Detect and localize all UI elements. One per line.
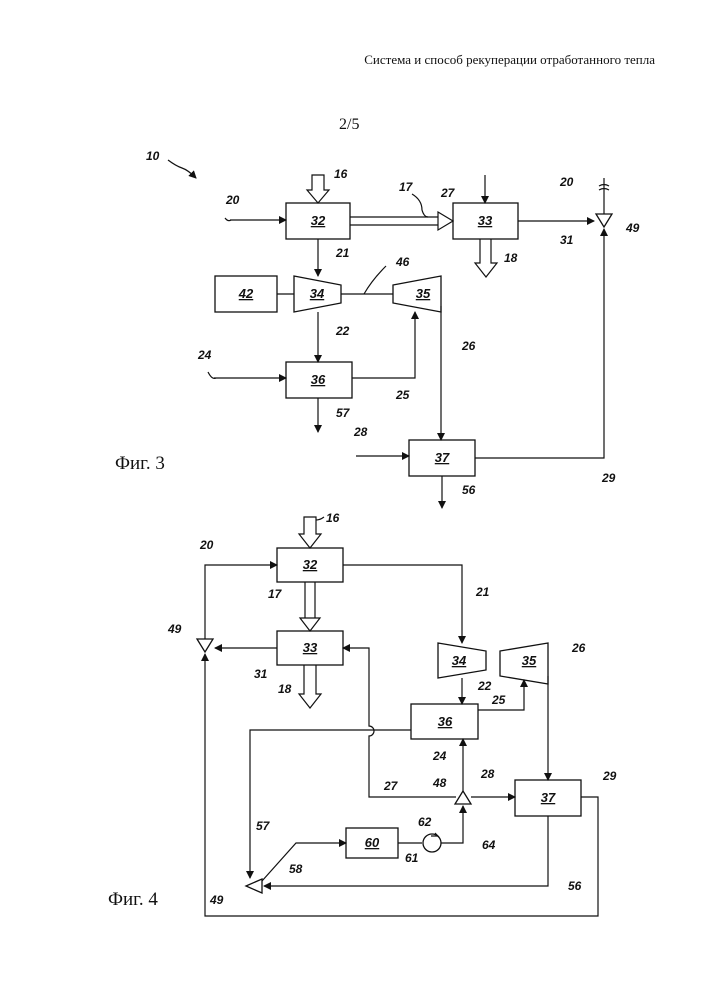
ref-label-46: 46 <box>395 255 410 269</box>
f4-ref-label-28: 28 <box>480 767 495 781</box>
input-arrow-16 <box>307 175 329 203</box>
ref-label-29: 29 <box>601 471 616 485</box>
ref-label-20-out: 20 <box>559 175 574 189</box>
ref-label-56: 56 <box>462 483 476 497</box>
ref-label-49: 49 <box>625 221 640 235</box>
f4-ref-label-31: 31 <box>254 667 268 681</box>
f4-mixer-49-bottom <box>246 879 262 893</box>
f4-ref-label-62: 62 <box>418 815 432 829</box>
f4-output-arrow-18 <box>299 665 321 708</box>
f4-ref-label-49-bottom: 49 <box>209 893 224 907</box>
f4-input-arrow-16 <box>299 517 321 548</box>
f4-ref-label-20: 20 <box>199 538 214 552</box>
ref-label-31: 31 <box>560 233 574 247</box>
f4-ref-label-61: 61 <box>405 851 419 865</box>
mixer-49 <box>596 214 612 227</box>
f4-compressor-34-label: 34 <box>452 653 467 668</box>
figure-4: 32 33 34 35 36 37 60 16 17 18 21 49 20 <box>167 511 617 916</box>
ref-label-28: 28 <box>353 425 368 439</box>
ref-label-20: 20 <box>225 193 240 207</box>
ref-label-18: 18 <box>504 251 518 265</box>
ref-leader-10 <box>168 160 196 178</box>
ref-label-10: 10 <box>146 149 160 163</box>
f4-line-21 <box>343 565 462 643</box>
ref-label-24: 24 <box>197 348 212 362</box>
f4-mixer-49-top <box>197 639 213 652</box>
f4-box-60-label: 60 <box>365 835 380 850</box>
ref-leader-46 <box>364 266 386 294</box>
f4-ref-label-18: 18 <box>278 682 292 696</box>
f4-flow-17 <box>305 582 315 618</box>
f4-ref-leader-16 <box>316 517 324 520</box>
f4-box-36-label: 36 <box>438 714 453 729</box>
f4-box-32-label: 32 <box>303 557 318 572</box>
f4-splitter-48 <box>455 791 471 804</box>
f4-flow-17-head <box>300 618 320 631</box>
f4-ref-label-29: 29 <box>602 769 617 783</box>
box-42-label: 42 <box>238 286 254 301</box>
f4-line-20 <box>205 565 277 639</box>
ref-label-21: 21 <box>335 246 350 260</box>
f4-ref-label-56: 56 <box>568 879 582 893</box>
f4-box-37-label: 37 <box>541 790 556 805</box>
f4-turbine-35-label: 35 <box>522 653 537 668</box>
compressor-34-label: 34 <box>310 286 325 301</box>
f4-ref-label-22: 22 <box>477 679 492 693</box>
f4-ref-label-25: 25 <box>491 693 506 707</box>
f4-box-33-label: 33 <box>303 640 318 655</box>
f4-ref-label-49-top: 49 <box>167 622 182 636</box>
ref-label-16: 16 <box>334 167 348 181</box>
f4-ref-label-24: 24 <box>432 749 447 763</box>
figure-3: 10 32 33 42 34 35 36 37 16 20 17 27 <box>146 149 640 508</box>
f4-ref-label-57: 57 <box>256 819 271 833</box>
ref-label-26: 26 <box>461 339 476 353</box>
ref-leader-17 <box>412 194 428 217</box>
ref-label-17: 17 <box>399 180 414 194</box>
f4-ref-label-58: 58 <box>289 862 303 876</box>
f4-ref-label-26: 26 <box>571 641 586 655</box>
f4-ref-label-27: 27 <box>383 779 399 793</box>
ref-label-57: 57 <box>336 406 351 420</box>
f4-ref-label-64: 64 <box>482 838 496 852</box>
f4-ref-label-17: 17 <box>268 587 283 601</box>
ref-label-27: 27 <box>440 186 456 200</box>
box-37-label: 37 <box>435 450 450 465</box>
box-33-label: 33 <box>478 213 493 228</box>
flow-17 <box>350 217 438 225</box>
ref-label-22: 22 <box>335 324 350 338</box>
line-25 <box>352 312 415 378</box>
box-36-label: 36 <box>311 372 326 387</box>
f4-line-64 <box>441 806 463 843</box>
flow-17-head <box>438 212 453 230</box>
f4-ref-label-21: 21 <box>475 585 490 599</box>
ref-label-25: 25 <box>395 388 410 402</box>
box-32-label: 32 <box>311 213 326 228</box>
f4-line-58 <box>262 843 346 881</box>
f4-ref-label-48: 48 <box>432 776 447 790</box>
f4-ref-label-16: 16 <box>326 511 340 525</box>
f4-pump-62 <box>423 834 441 852</box>
output-arrow-18 <box>475 239 497 277</box>
line-20-break <box>225 218 231 221</box>
turbine-35-label: 35 <box>416 286 431 301</box>
